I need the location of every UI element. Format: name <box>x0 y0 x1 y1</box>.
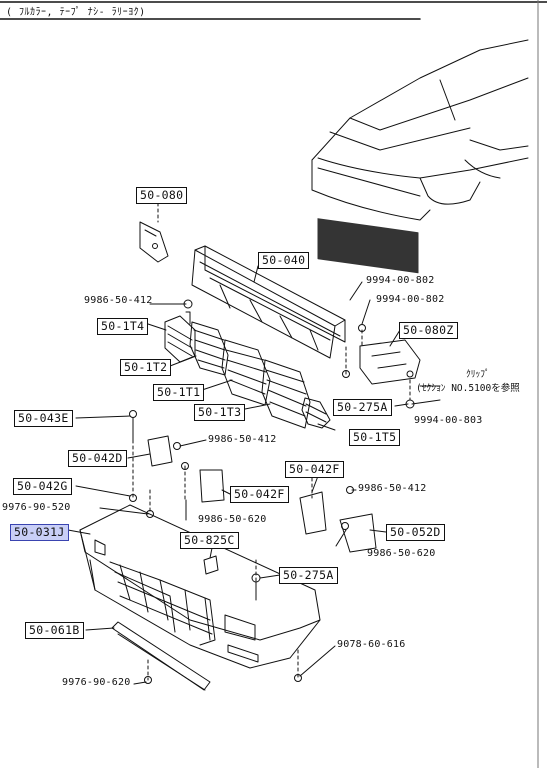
part-number-9078-60-616: 9078-60-616 <box>337 639 406 650</box>
bumper-part <box>79 504 321 669</box>
callout-50-052d[interactable]: 50-052D <box>386 524 445 541</box>
callout-50-1t2[interactable]: 50-1T2 <box>120 359 172 376</box>
part-number-9994-00-802-b: 9994-00-802 <box>376 294 445 305</box>
clip-section-reference: (ｾｸｼｮﾝ NO.5100を参照 <box>416 383 520 394</box>
bracket-080-part <box>139 221 169 263</box>
callout-50-042d[interactable]: 50-042D <box>68 450 127 467</box>
part-number-9994-00-802-a: 9994-00-802 <box>366 275 435 286</box>
callout-50-825c[interactable]: 50-825C <box>180 532 239 549</box>
callout-50-042f-mid[interactable]: 50-042F <box>230 486 289 503</box>
part-number-9986-50-620-b: 9986-50-620 <box>367 548 436 559</box>
callout-50-275a-bottom[interactable]: 50-275A <box>279 567 338 584</box>
part-number-9976-90-620: 9976-90-620 <box>62 677 131 688</box>
callout-50-031j-selected[interactable]: 50-031J <box>10 524 69 541</box>
leader-lines <box>67 265 441 685</box>
callout-50-043e[interactable]: 50-043E <box>14 410 73 427</box>
callout-50-275a-top[interactable]: 50-275A <box>333 399 392 416</box>
callout-50-1t3[interactable]: 50-1T3 <box>194 404 246 421</box>
callout-50-1t4[interactable]: 50-1T4 <box>97 318 149 335</box>
dashed-leaders <box>132 202 411 681</box>
part-number-9986-50-412-b: 9986-50-412 <box>208 434 277 445</box>
callout-50-1t5[interactable]: 50-1T5 <box>349 429 401 446</box>
callout-50-042g[interactable]: 50-042G <box>13 478 72 495</box>
upper-member-part <box>191 245 346 359</box>
clip-note-kana: ｸﾘｯﾌﾟ <box>466 369 490 380</box>
center-brackets <box>147 435 377 575</box>
lower-bar-part <box>111 621 211 691</box>
grille-pieces <box>164 315 331 429</box>
callout-50-1t1[interactable]: 50-1T1 <box>153 384 205 401</box>
part-number-9986-50-412-c: 9986-50-412 <box>358 483 427 494</box>
callout-50-040[interactable]: 50-040 <box>258 252 310 269</box>
callout-50-080[interactable]: 50-080 <box>136 187 188 204</box>
callout-50-042f-top[interactable]: 50-042F <box>285 461 344 478</box>
part-number-9986-50-412-a: 9986-50-412 <box>84 295 153 306</box>
callout-50-061b[interactable]: 50-061B <box>25 622 84 639</box>
part-number-9976-90-520: 9976-90-520 <box>2 502 71 513</box>
car-illustration <box>311 39 529 274</box>
page-header: ( ﾌﾙｶﾗｰ, ﾃｰﾌﾟ ﾅｼ- ﾗﾘｰﾖｸ) <box>6 7 146 18</box>
part-number-9994-00-803: 9994-00-803 <box>414 415 483 426</box>
bracket-080Z-part <box>359 339 421 385</box>
callout-50-080z[interactable]: 50-080Z <box>399 322 458 339</box>
part-number-9986-50-620-a: 9986-50-620 <box>198 514 267 525</box>
